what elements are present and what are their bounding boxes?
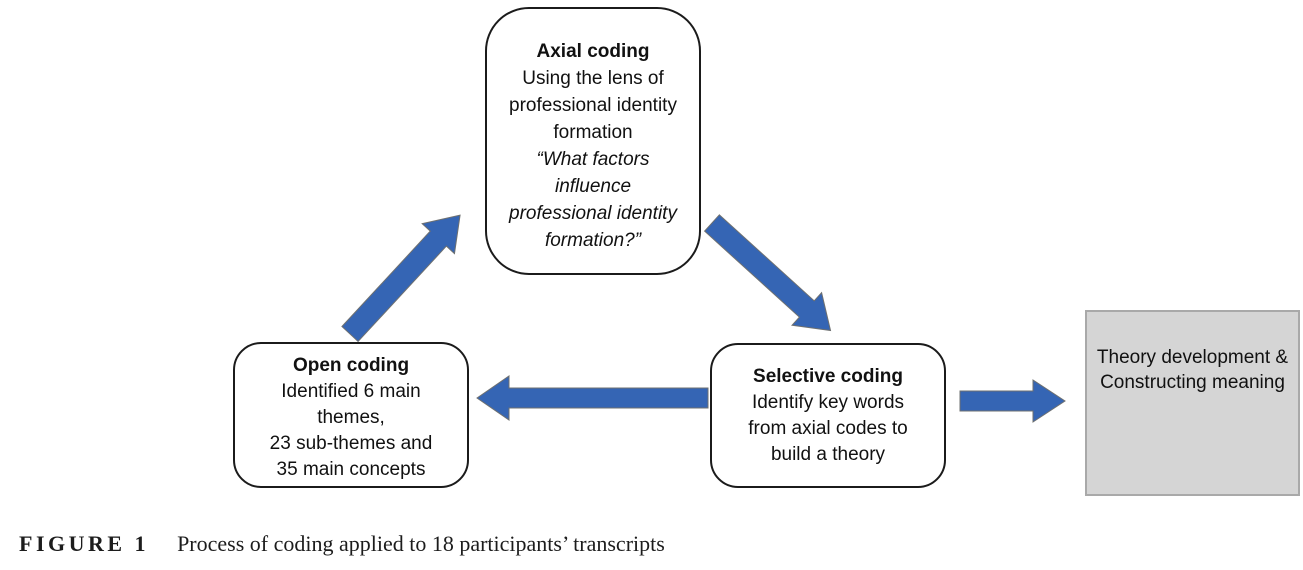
selective-coding-title: Selective coding bbox=[753, 366, 903, 387]
open-coding-box: Open coding Identified 6 main themes, 23… bbox=[233, 342, 469, 488]
axial-coding-title: Axial coding bbox=[536, 41, 650, 62]
open-coding-text-line: 35 main concepts bbox=[276, 459, 426, 480]
arrow-selective-to-theory-icon bbox=[959, 379, 1066, 423]
theory-box-text-line: Constructing bbox=[1100, 372, 1207, 393]
open-coding-text-line: Identified 6 main bbox=[281, 381, 421, 402]
axial-coding-box: Axial coding Using the lens of professio… bbox=[485, 7, 701, 275]
theory-development-box: Theory development & Constructing meanin… bbox=[1085, 310, 1300, 496]
axial-coding-question-line: professional identity bbox=[509, 203, 677, 224]
figure-caption: FIGURE 1 Process of coding applied to 18 … bbox=[19, 531, 665, 557]
theory-box-text-line: & bbox=[1275, 347, 1289, 368]
selective-coding-box: Selective coding Identify key words from… bbox=[710, 343, 946, 488]
theory-box-text-line: meaning bbox=[1212, 372, 1285, 393]
axial-coding-question-line: “What factors bbox=[536, 149, 650, 170]
selective-coding-text-line: build a theory bbox=[770, 444, 886, 465]
axial-coding-text-line: Using the lens of bbox=[522, 68, 664, 89]
axial-coding-text-line: professional identity bbox=[509, 95, 677, 116]
axial-coding-question-line: formation?” bbox=[544, 230, 642, 251]
axial-coding-text-line: formation bbox=[553, 122, 633, 143]
arrow-open-to-axial-icon bbox=[341, 214, 461, 343]
axial-coding-question-line: influence bbox=[554, 176, 632, 197]
figure-caption-text: Process of coding applied to 18 particip… bbox=[177, 531, 665, 556]
open-coding-text-line: 23 sub-themes and bbox=[269, 433, 433, 454]
selective-coding-text-line: Identify key words bbox=[751, 392, 905, 413]
open-coding-text-line: themes, bbox=[317, 407, 385, 428]
selective-coding-text-line: from axial codes to bbox=[748, 418, 908, 439]
theory-box-text-line: Theory bbox=[1096, 347, 1157, 368]
arrow-selective-to-open-icon bbox=[476, 375, 709, 421]
arrow-axial-to-selective-icon bbox=[703, 214, 832, 332]
theory-box-text-line: development bbox=[1161, 347, 1271, 368]
figure-caption-label: FIGURE 1 bbox=[19, 531, 150, 556]
open-coding-title: Open coding bbox=[292, 355, 410, 376]
